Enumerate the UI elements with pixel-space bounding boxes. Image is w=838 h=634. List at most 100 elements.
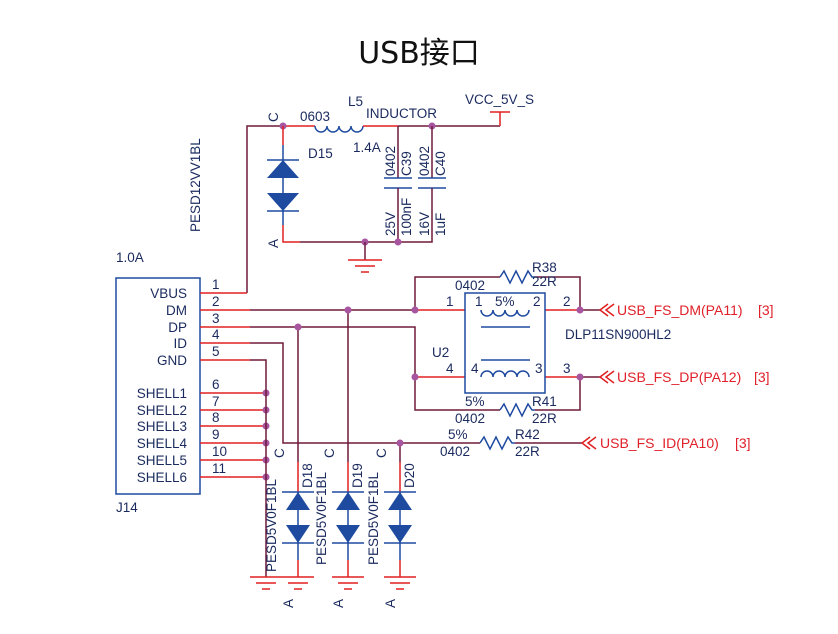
schematic-title: USB接口 (358, 36, 480, 71)
l5-ref: L5 (348, 94, 363, 109)
d15-lead-bottom (282, 225, 300, 243)
j14-body (115, 277, 201, 495)
j14-pin-number: 5 (212, 344, 220, 359)
c40-ref: C40 (433, 151, 448, 176)
net-usb-fs-dm: USB_FS_DM(PA11) (617, 302, 743, 318)
d15-pin-a: A (266, 239, 281, 248)
r38-right-wire (535, 276, 581, 310)
port-arrow-icon (586, 436, 597, 450)
j14-pin-number: 6 (212, 377, 220, 392)
u2-pin1-outer: 1 (446, 294, 454, 309)
d15-pin-c: C (266, 112, 281, 122)
esd-pin-c: C (322, 448, 337, 458)
junction-dot (576, 373, 584, 381)
esd-pin-c: C (374, 448, 389, 458)
j14-pin-number: 2 (212, 294, 220, 309)
j14-pin-number: 7 (212, 394, 220, 409)
r41-package: 0402 (455, 411, 485, 426)
l5-rating: 1.4A (353, 140, 381, 155)
esd-ref: D20 (402, 463, 417, 488)
r42-tol: 5% (448, 427, 468, 442)
esd-pin-a: A (281, 599, 296, 608)
dp-wire (250, 326, 416, 377)
u2-pin4-inner: 4 (471, 361, 479, 376)
net-ports: USB_FS_DM(PA11) [3] USB_FS_DP(PA12) [3] … (580, 302, 774, 451)
r38-symbol (499, 269, 535, 285)
junction-dot (294, 323, 302, 331)
u2-tol: 5% (495, 294, 515, 309)
j14-pin-name: DM (166, 303, 187, 318)
j14-pin-name: SHELL3 (137, 419, 187, 434)
esd-part: PESD5V0F1BL (366, 471, 381, 565)
port-arrow-icon (598, 303, 609, 317)
c39-package: 0402 (383, 146, 398, 176)
signal-junctions (294, 306, 584, 447)
j14-pin-number: 8 (212, 410, 220, 425)
r41-ref: R41 (532, 394, 557, 409)
esd-pin-a: A (331, 599, 346, 608)
j14-pin-name: VBUS (150, 286, 187, 301)
esd-triangle-up (388, 492, 412, 510)
u2-coil-top (480, 309, 530, 317)
d15-triangle-down (267, 193, 299, 211)
junction-dot (394, 238, 402, 246)
gnd-shell-wire (250, 359, 267, 478)
u2-pin3-outer: 3 (563, 361, 571, 376)
port-arrow-icon (604, 303, 615, 317)
j14-pin-number: 10 (212, 444, 227, 459)
inductor-l5-symbol (314, 125, 364, 133)
c40-package: 0402 (417, 146, 432, 176)
esd-part: PESD5V0F1BL (264, 478, 279, 572)
r38-value: 22R (532, 274, 557, 289)
j14-rating: 1.0A (116, 250, 144, 265)
net-usb-fs-id-page: [3] (735, 435, 751, 451)
esd-triangle-up (336, 492, 360, 510)
j14-pin-number: 4 (212, 327, 220, 342)
j14-pin-name: ID (174, 336, 188, 351)
r38-ref: R38 (532, 260, 557, 275)
d15-part: PESD12VV1BL (188, 138, 203, 232)
r41-symbol (499, 402, 535, 418)
j14-ref: J14 (116, 500, 138, 515)
esd-part: PESD5V0F1BL (314, 471, 329, 565)
c40-voltage: 16V (417, 212, 432, 236)
esd-triangle-down (336, 525, 360, 543)
r41-left-wire (414, 377, 500, 411)
u2-part: DLP11SN900HL2 (565, 327, 671, 342)
gnd-rail (300, 226, 433, 243)
junction-dot (344, 306, 352, 314)
port-arrow-icon (598, 370, 609, 384)
d15-triangle-up (267, 160, 299, 178)
j14-pin-name: SHELL2 (137, 403, 187, 418)
vcc-net-label: VCC_5V_S (465, 92, 534, 107)
l5-type: INDUCTOR (366, 106, 437, 121)
choke-u2: 1 1 5% 2 2 4 4 3 3 U2 DLP11SN900HL2 (432, 292, 671, 394)
port-arrow-icon (604, 370, 615, 384)
net-usb-fs-dp-page: [3] (754, 369, 770, 385)
u2-coil-bottom (480, 370, 530, 378)
esd-ref: D18 (300, 463, 315, 488)
esd-triangle-down (286, 525, 310, 543)
r38-package: 0402 (455, 278, 485, 293)
vbus-wire (246, 125, 283, 293)
c39-value: 100nF (399, 198, 414, 236)
r42-ref: R42 (515, 427, 540, 442)
j14-pin-number: 1 (212, 277, 220, 292)
u2-pin3-inner: 3 (535, 361, 543, 376)
r41-value: 22R (532, 411, 557, 426)
net-usb-fs-id: USB_FS_ID(PA10) (600, 435, 719, 451)
net-usb-fs-dp: USB_FS_DP(PA12) (617, 369, 741, 385)
r41-right-wire (535, 377, 581, 411)
junction-dot (576, 306, 584, 314)
c39-ref: C39 (399, 151, 414, 176)
u2-pin2-outer: 2 (563, 294, 571, 309)
j14-pin-name: SHELL4 (137, 436, 188, 451)
resistors: 0402 R38 22R 5% 0402 R41 22R 5% 0402 R42… (440, 260, 557, 459)
esd-ref: D19 (350, 463, 365, 488)
esd-pin-c: C (272, 448, 287, 458)
j14-pin-number: 9 (212, 427, 220, 442)
junction-dot (411, 306, 419, 314)
